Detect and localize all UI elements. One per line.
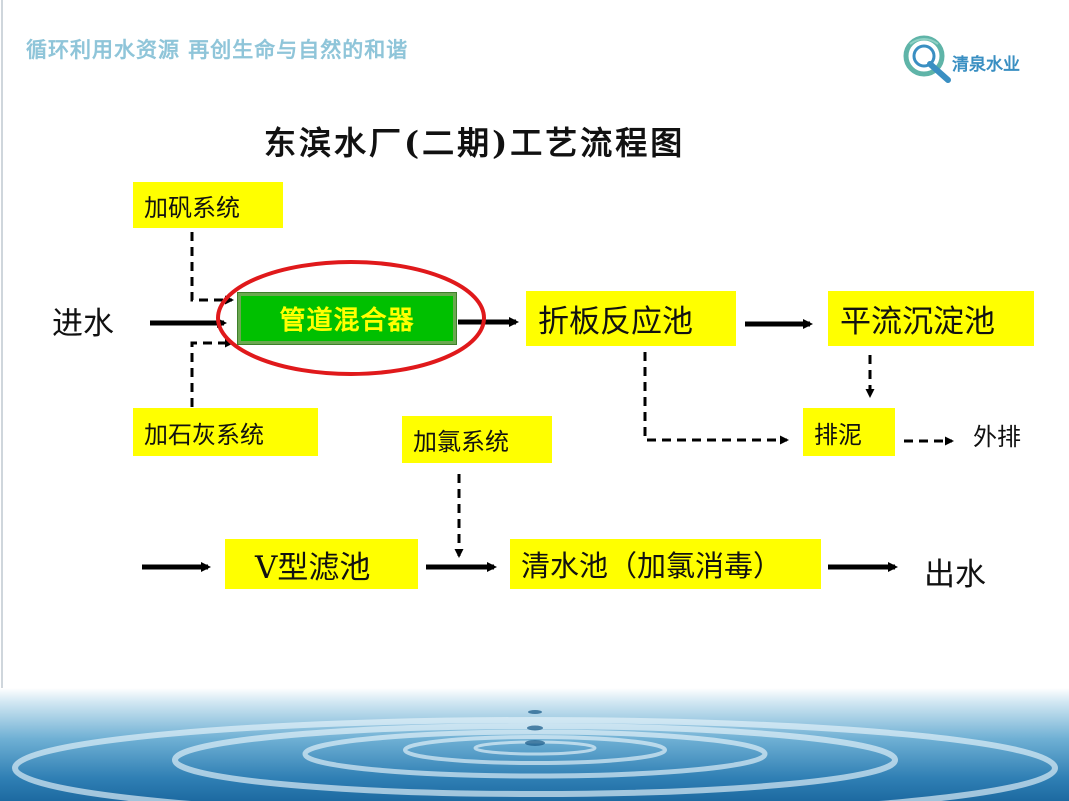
alum-system-box: 加矾系统: [133, 182, 283, 228]
dash-lime-to-mixer: [190, 338, 234, 407]
outflow-label: 出水: [924, 557, 986, 593]
dash-alum-to-mixer: [190, 232, 234, 305]
pipe-mixer-box: 管道混合器: [237, 292, 457, 345]
external-discharge-label: 外排: [973, 423, 1021, 451]
water-ripple-image: [0, 688, 1069, 801]
logo-q-icon: [903, 35, 951, 83]
diagram-title: 东滨水厂(二期)工艺流程图: [264, 124, 686, 162]
inflow-label: 进水: [52, 306, 114, 342]
clearwell-box: 清水池（加氯消毒）: [510, 539, 821, 589]
lime-system-box: 加石灰系统: [133, 408, 318, 456]
dash-baffle-to-sludge: [643, 352, 789, 445]
logo-text: 清泉水业: [952, 55, 1020, 75]
baffle-reaction-tank-box: 折板反应池: [526, 291, 736, 346]
dosing-dashed-lines: [190, 232, 954, 558]
chlorine-system-box: 加氯系统: [402, 416, 552, 463]
company-logo: 清泉水业: [900, 30, 1050, 84]
sedimentation-tank-box: 平流沉淀池: [828, 291, 1034, 346]
sludge-discharge-box: 排泥: [803, 408, 895, 456]
v-filter-box: V型滤池: [225, 539, 418, 589]
slogan: 循环利用水资源 再创生命与自然的和谐: [26, 38, 409, 62]
